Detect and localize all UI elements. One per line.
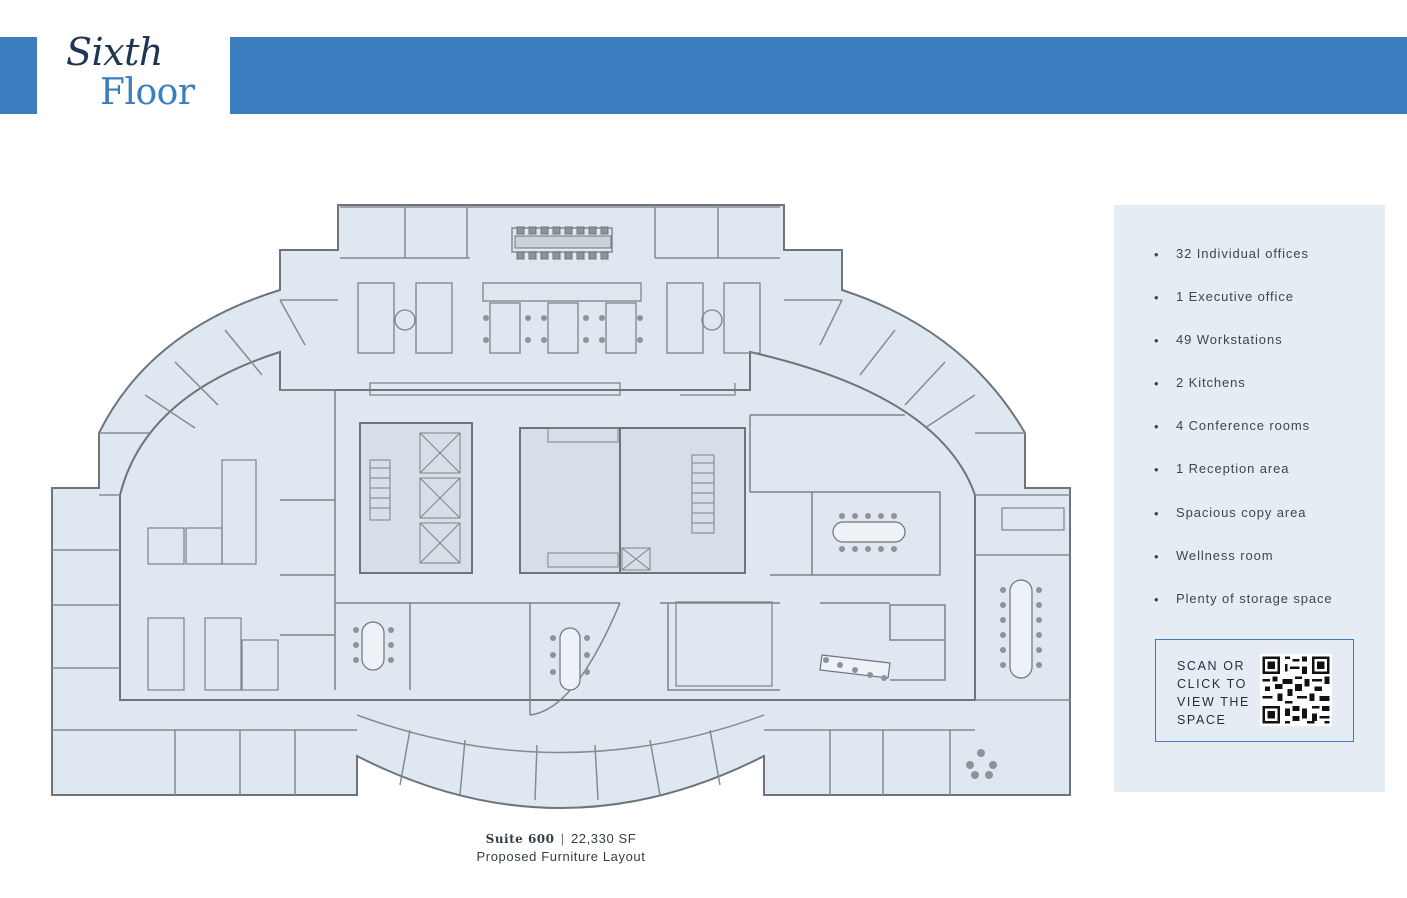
feature-item: •1 Executive office bbox=[1154, 289, 1294, 306]
feature-item: •32 Individual offices bbox=[1154, 246, 1309, 262]
building-core bbox=[359, 422, 746, 574]
plan-caption: Suite 600 | 22,330 SF Proposed Furniture… bbox=[400, 830, 722, 865]
top-conference-table bbox=[514, 226, 612, 260]
conference-tables bbox=[361, 521, 1033, 691]
feature-item: •Spacious copy area bbox=[1154, 504, 1307, 521]
caption-separator: | bbox=[560, 831, 565, 846]
features-panel: •32 Individual offices •1 Executive offi… bbox=[1114, 205, 1385, 792]
features-list: •32 Individual offices •1 Executive offi… bbox=[1154, 246, 1333, 634]
qr-link-box[interactable]: SCAN OR CLICK TO VIEW THE SPACE bbox=[1155, 639, 1354, 742]
lower-rooms bbox=[280, 389, 946, 716]
floor-plan bbox=[51, 204, 1071, 809]
feature-item: •1 Reception area bbox=[1154, 461, 1290, 478]
bullet: • bbox=[1154, 290, 1160, 306]
bullet: • bbox=[1154, 419, 1160, 435]
suite-label: Suite 600 bbox=[485, 832, 555, 846]
left-offices bbox=[52, 299, 357, 795]
bullet: • bbox=[1154, 333, 1160, 349]
chairs bbox=[353, 315, 1042, 779]
feature-item: •Plenty of storage space bbox=[1154, 590, 1333, 607]
page-title-line1: Sixth bbox=[66, 30, 163, 74]
feature-item: •2 Kitchens bbox=[1154, 375, 1246, 392]
feature-item: •Wellness room bbox=[1154, 547, 1274, 564]
bullet: • bbox=[1154, 376, 1160, 392]
left-workstations bbox=[147, 459, 1065, 691]
page-title-line2: Floor bbox=[100, 72, 195, 113]
feature-item: •49 Workstations bbox=[1154, 332, 1283, 349]
right-offices bbox=[764, 299, 1070, 795]
suite-area: 22,330 SF bbox=[570, 831, 637, 846]
plan-subtitle: Proposed Furniture Layout bbox=[476, 849, 646, 864]
qr-instructions: SCAN OR CLICK TO VIEW THE SPACE bbox=[1177, 659, 1250, 727]
bullet: • bbox=[1154, 462, 1160, 478]
bottom-offices bbox=[356, 714, 765, 801]
bullet: • bbox=[1154, 247, 1160, 262]
upper-workstations bbox=[357, 282, 761, 396]
bullet: • bbox=[1154, 591, 1160, 607]
bullet: • bbox=[1154, 505, 1160, 521]
core-details bbox=[369, 427, 715, 571]
bullet: • bbox=[1154, 548, 1160, 564]
header-band-left bbox=[0, 37, 37, 114]
feature-item: •4 Conference rooms bbox=[1154, 418, 1310, 435]
qr-code-icon[interactable] bbox=[1260, 654, 1332, 726]
header-band-right bbox=[230, 37, 1407, 114]
